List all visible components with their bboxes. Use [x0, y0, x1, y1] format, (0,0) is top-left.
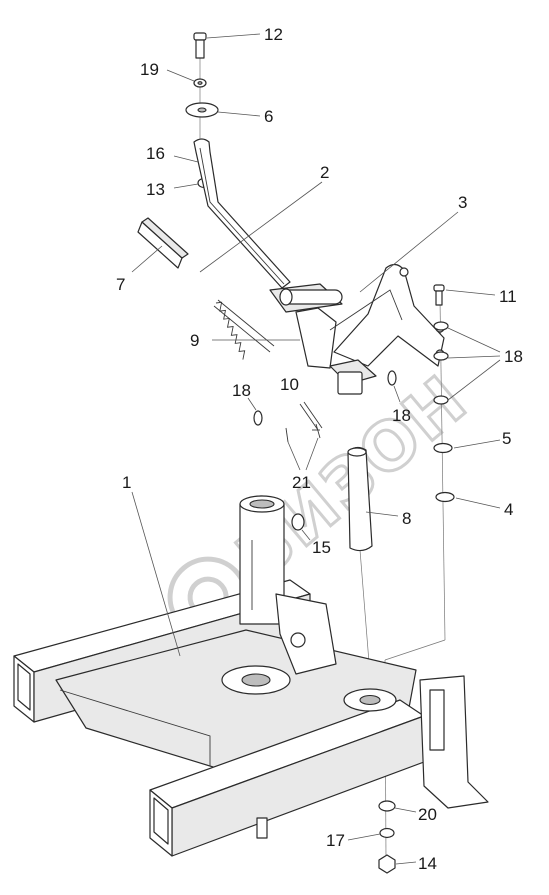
part-14-nut [378, 854, 396, 874]
part-17-washer [379, 827, 395, 839]
leader-21-a [287, 441, 301, 471]
axis-line-right-bend [384, 639, 446, 661]
callout-2: 2 [320, 163, 329, 182]
leader-8 [365, 511, 399, 517]
part-3-bracket [295, 263, 445, 395]
callout-18-right: 18 [504, 347, 523, 366]
callout-16: 16 [146, 144, 165, 163]
part-7-pad [137, 217, 189, 269]
callout-14: 14 [418, 854, 437, 873]
callout-3: 3 [458, 193, 467, 212]
leader-18-d [393, 385, 401, 403]
part-20-washer [378, 800, 396, 812]
leader-4 [455, 497, 501, 509]
leader-19 [166, 69, 195, 82]
part-18-washer-b [433, 351, 449, 361]
callout-7: 7 [116, 275, 125, 294]
part-4-washer [435, 491, 455, 503]
leader-2 [199, 181, 323, 273]
callout-17: 17 [326, 831, 345, 850]
leader-11 [445, 289, 496, 296]
leader-18-a [447, 327, 501, 353]
part-1-frame [13, 495, 489, 857]
leader-6 [217, 111, 261, 117]
callout-9: 9 [190, 331, 199, 350]
callout-12: 12 [264, 25, 283, 44]
leader-3 [359, 211, 459, 293]
part-18-washer-d [387, 370, 397, 386]
part-12-pin [193, 32, 207, 59]
leader-18-b [447, 355, 501, 359]
callout-5: 5 [502, 429, 511, 448]
callout-19: 19 [140, 60, 159, 79]
leader-7 [131, 245, 163, 273]
leader-18-e [247, 397, 257, 411]
part-8-shaft [347, 446, 373, 552]
part-5-washer [433, 442, 453, 454]
callout-8: 8 [402, 509, 411, 528]
part-9-spring [213, 299, 275, 360]
leader-15 [301, 529, 311, 541]
callout-21: 21 [292, 473, 311, 492]
part-18-washer-e [253, 410, 263, 426]
leader-12 [206, 33, 261, 39]
part-18-washer-a [433, 321, 449, 331]
callout-10: 10 [280, 375, 299, 394]
callout-15: 15 [312, 538, 331, 557]
part-15-nut [291, 513, 305, 531]
part-11-bolt [433, 284, 445, 306]
leader-14 [395, 861, 417, 865]
callout-1: 1 [122, 473, 131, 492]
callout-18-middle: 18 [392, 406, 411, 425]
leader-5 [453, 439, 501, 449]
leader-20 [394, 807, 417, 813]
leader-21-b [305, 437, 319, 471]
callout-18-left: 18 [232, 381, 251, 400]
leader-17 [347, 833, 381, 841]
callout-11: 11 [499, 287, 517, 306]
part-2-lever [193, 138, 343, 313]
callout-13: 13 [146, 180, 165, 199]
part-10-cotter-pin [299, 401, 323, 431]
leader-13 [173, 183, 199, 189]
callout-4: 4 [504, 500, 513, 519]
leader-16 [173, 155, 199, 163]
part-18-washer-c [433, 395, 449, 405]
leader-18-c [447, 359, 501, 401]
leader-1 [131, 491, 181, 657]
part-21-pins [285, 423, 321, 443]
callout-6: 6 [264, 107, 273, 126]
callout-20: 20 [418, 805, 437, 824]
